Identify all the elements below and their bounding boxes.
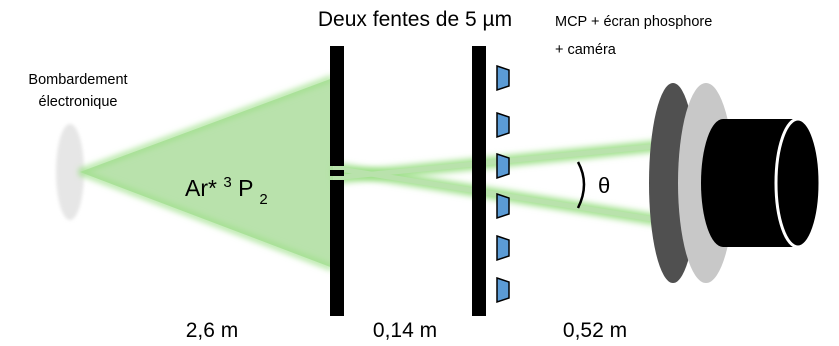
detector-assembly (649, 83, 822, 283)
source-label-line1: Bombardement (28, 72, 127, 88)
slit-plate-lower (330, 180, 344, 316)
atom-species-subscript: 2 (259, 191, 267, 208)
slits-label: Deux fentes de 5 µm (318, 8, 512, 31)
grating-element (496, 192, 510, 220)
atom-beam-cone-glow-top (79, 75, 334, 175)
double-slit-plate (330, 46, 344, 316)
theta-label: θ (598, 173, 610, 198)
distance-slits-grating: 0,14 m (373, 319, 437, 342)
atom-species-main: Ar* (185, 175, 223, 201)
atom-species-term: P (238, 175, 253, 201)
camera-icon (701, 117, 822, 249)
detector-label-line1: MCP + écran phosphore (555, 14, 712, 30)
slit-plate-middle (330, 170, 344, 176)
diffracted-beams (332, 140, 659, 226)
distance-grating-detector: 0,52 m (563, 319, 627, 342)
electron-source-disk (56, 124, 84, 220)
grating-element (496, 234, 510, 262)
grating-plate (472, 46, 486, 316)
atom-beam-cone-glow-bottom (79, 169, 334, 271)
distance-source-slits: 2,6 m (186, 319, 239, 342)
detector-label-line2: + caméra (555, 42, 617, 58)
grating-element (496, 64, 510, 92)
grating-element (496, 276, 510, 304)
grating-elements (496, 64, 510, 304)
slit-plate-upper (330, 46, 344, 166)
atom-beam-cone (80, 78, 333, 268)
atom-species-label: Ar* 3 P 2 (185, 166, 268, 208)
source-label-line2: électronique (39, 94, 118, 110)
theta-arc (576, 161, 586, 209)
grating-element (496, 111, 510, 139)
atom-species-superscript: 3 (223, 174, 231, 191)
grating-element (496, 152, 510, 180)
